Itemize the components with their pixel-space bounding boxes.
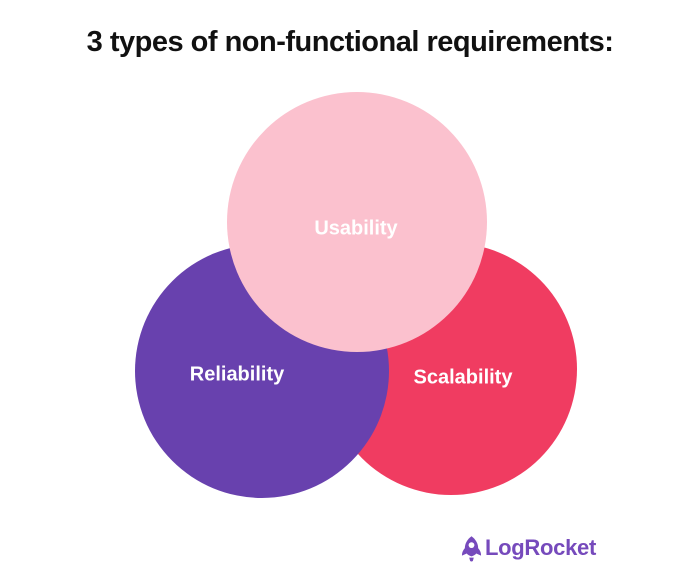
- usability-circle: [227, 92, 487, 352]
- logrocket-logo: LogRocket: [461, 535, 596, 563]
- scalability-label: Scalability: [413, 366, 513, 389]
- page-title: 3 types of non-functional requirements:: [86, 26, 614, 58]
- logo-wordmark: LogRocket: [485, 534, 596, 560]
- usability-label: Usability: [314, 217, 398, 240]
- reliability-label: Reliability: [189, 363, 285, 386]
- rocket-icon: [461, 536, 482, 562]
